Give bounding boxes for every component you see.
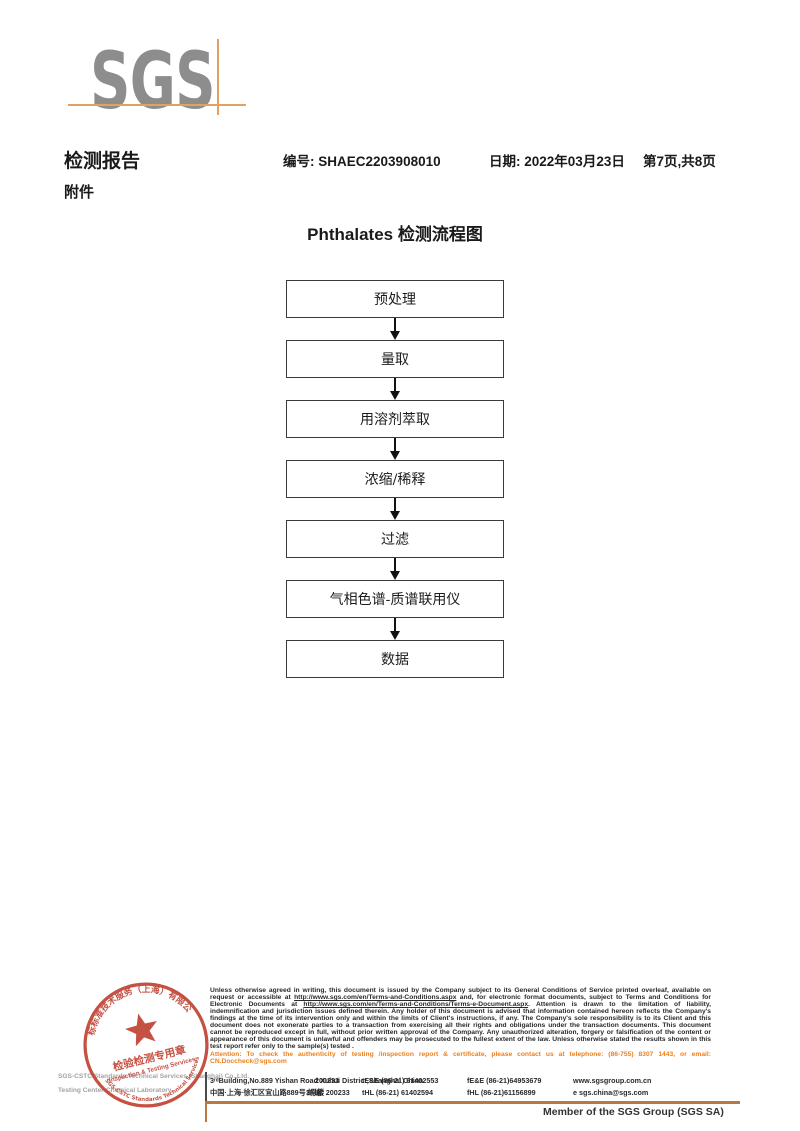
arrow-down-icon — [390, 318, 400, 340]
flowchart-step-solvent-extraction: 用溶剂萃取 — [286, 400, 504, 438]
logo-crosshair-vertical — [217, 39, 219, 115]
arrow-down-icon — [390, 378, 400, 400]
website-url[interactable]: www.sgsgroup.com.cn — [573, 1076, 652, 1085]
flowchart-step-filter: 过滤 — [286, 520, 504, 558]
flowchart-step-data: 数据 — [286, 640, 504, 678]
disclaimer-part1: Unless otherwise agreed in writing, this… — [210, 987, 711, 1002]
sgs-logo: SGS — [90, 37, 216, 127]
disclaimer-part3: . Attention is drawn to the limitation o… — [210, 1001, 711, 1051]
e-document-url-link[interactable]: http://www.sgs.com/en/Terms-and-Conditio… — [303, 1001, 529, 1009]
logo-crosshair-horizontal — [68, 104, 246, 106]
arrow-down-icon — [390, 498, 400, 520]
email-link[interactable]: e sgs.china@sgs.com — [573, 1088, 649, 1097]
doccheck-email-link[interactable]: CN.Doccheck@sgs.com — [210, 1058, 287, 1066]
address-en-zip: 200233 — [315, 1076, 339, 1085]
flowchart-step-measure: 量取 — [286, 340, 504, 378]
address-cn-fax: fHL (86-21)61156899 — [467, 1088, 536, 1097]
terms-url-link[interactable]: http://www.sgs.com/en/Terms-and-Conditio… — [294, 994, 457, 1002]
footer-vertical-divider — [205, 1072, 207, 1103]
disclaimer-part2: and, for electronic format documents, su… — [210, 994, 711, 1009]
flowchart-step-concentrate-dilute: 浓缩/稀释 — [286, 460, 504, 498]
company-name-en: SGS-CSTC Standards Technical Services (S… — [58, 1073, 250, 1080]
report-title: 检测报告 — [64, 151, 141, 172]
page-indicator: 第7页,共8页 — [643, 154, 716, 169]
star-icon — [125, 1013, 157, 1047]
flowchart: 预处理 量取 用溶剂萃取 浓缩/稀释 过滤 气相色谱-质谱联用仪 数据 — [286, 280, 504, 678]
seal-ring — [83, 982, 209, 1108]
attention-text: Attention: To check the authenticity of … — [210, 1051, 711, 1059]
disclaimer-text: Unless otherwise agreed in writing, this… — [210, 987, 711, 1050]
address-en-street: 3ʳᵈBuilding,No.889 Yishan Road Xuhui Dis… — [210, 1076, 424, 1085]
arrow-down-icon — [390, 438, 400, 460]
flowchart-step-pretreatment: 预处理 — [286, 280, 504, 318]
footer-horizontal-divider — [205, 1101, 740, 1104]
company-lab-name: Testing Center-Chemical Laboratory. — [58, 1087, 173, 1094]
legal-disclaimer: Unless otherwise agreed in writing, this… — [210, 987, 711, 1066]
attachment-label: 附件 — [64, 184, 95, 201]
footer-vertical-divider-orange — [205, 1103, 207, 1122]
arrow-down-icon — [390, 558, 400, 580]
address-block: 3ʳᵈBuilding,No.889 Yishan Road Xuhui Dis… — [210, 1076, 750, 1102]
report-date-label: 日期: — [489, 154, 521, 169]
sgs-group-member-line: Member of the SGS Group (SGS SA) — [543, 1106, 724, 1118]
report-date-value: 2022年03月23日 — [524, 154, 625, 169]
report-number-value: SHAEC2203908010 — [318, 154, 441, 169]
address-en-tel: tE&E (86-21) 61402553 — [362, 1076, 439, 1085]
address-en-fax: fE&E (86-21)64953679 — [467, 1076, 542, 1085]
company-seal: 通标标准技术服务（上海）有限公司 SGS-CSTC Standards Tech… — [66, 965, 209, 1114]
address-cn-street: 中国·上海·徐汇区宜山路889号3号楼 — [210, 1088, 325, 1097]
address-cn-zip: 邮编: 200233 — [307, 1088, 350, 1097]
arrow-down-icon — [390, 618, 400, 640]
flowchart-title: Phthalates 检测流程图 — [307, 225, 483, 244]
report-date: 日期: 2022年03月23日 — [489, 150, 625, 170]
address-cn-tel: tHL (86-21) 61402594 — [362, 1088, 433, 1097]
report-number-label: 编号: — [283, 154, 315, 169]
attention-note: Attention: To check the authenticity of … — [210, 1051, 711, 1065]
flowchart-step-gcms: 气相色谱-质谱联用仪 — [286, 580, 504, 618]
report-number: 编号: SHAEC2203908010 — [283, 150, 441, 170]
